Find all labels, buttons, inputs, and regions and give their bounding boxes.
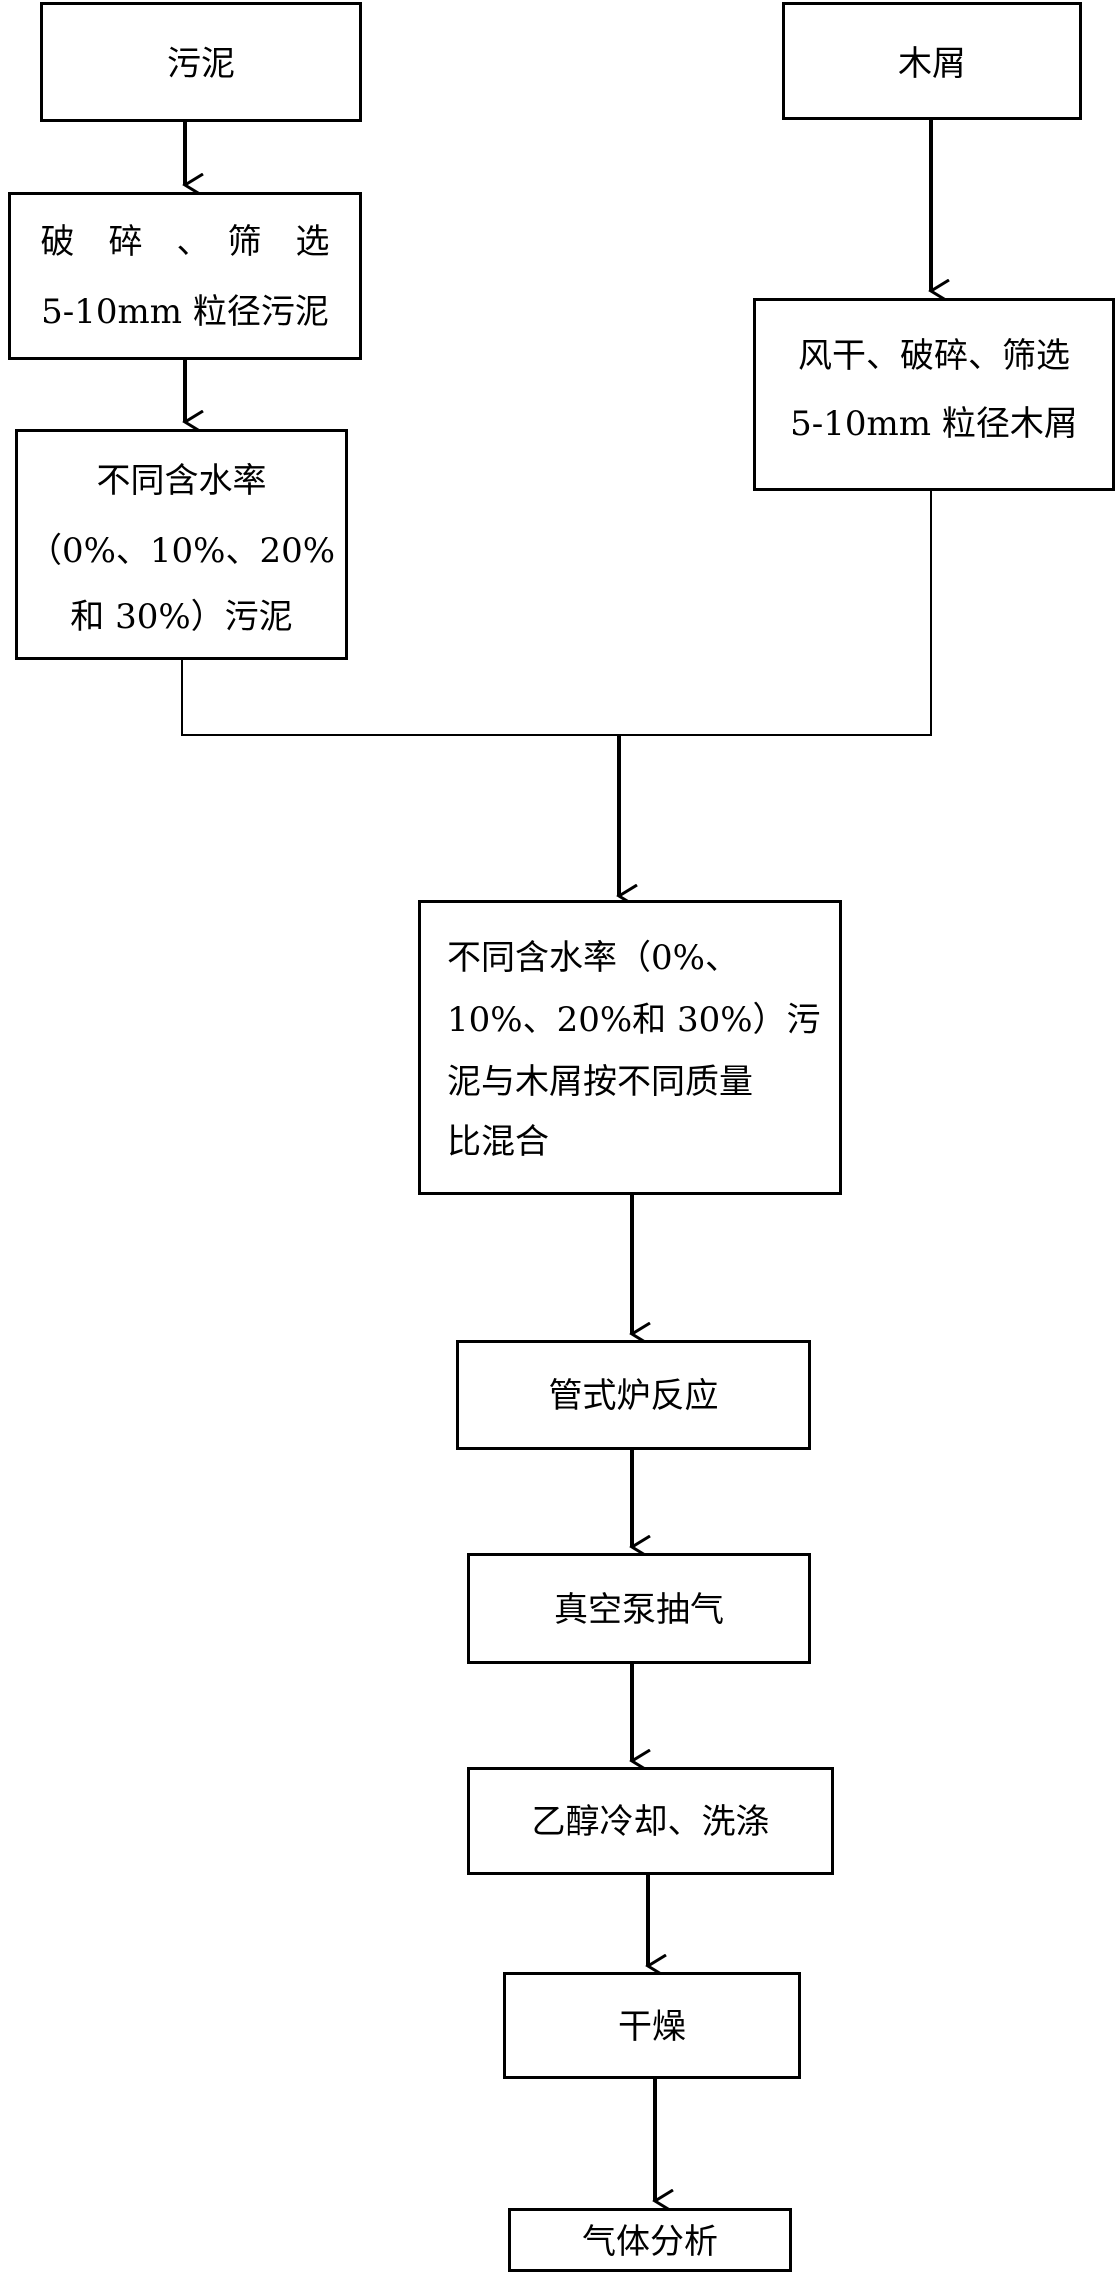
node-mix-line2: 10%、20%和 30%）污 [447,1000,821,1040]
node-ethanol-cooling-label: 乙醇冷却、洗涤 [531,1802,770,1842]
node-sludge-crush: 破 碎 、 筛 选 5-10mm 粒径污泥 [8,192,362,360]
node-sludge-moisture: 不同含水率 （0%、10%、20% 和 30%）污泥 [15,429,348,660]
node-ethanol-cooling: 乙醇冷却、洗涤 [467,1767,834,1875]
node-mix-line4: 比混合 [447,1122,549,1162]
node-tube-furnace-label: 管式炉反应 [548,1376,719,1416]
node-gas-analysis: 气体分析 [508,2208,792,2272]
node-drying-label: 干燥 [618,2007,686,2047]
node-sludge-moisture-line3: 和 30%）污泥 [70,597,293,637]
merge-line [181,491,932,736]
node-vacuum-pump: 真空泵抽气 [467,1553,811,1664]
node-sludge-crush-line2: 5-10mm 粒径污泥 [41,292,329,332]
node-sawdust-label: 木屑 [898,44,966,84]
node-sludge-label: 污泥 [167,44,235,84]
node-drying: 干燥 [503,1972,801,2079]
node-sawdust: 木屑 [782,2,1082,120]
node-sludge-moisture-line1: 不同含水率 [96,461,267,501]
node-sawdust-crush-line2: 5-10mm 粒径木屑 [790,404,1078,444]
node-sawdust-crush: 风干、破碎、筛选 5-10mm 粒径木屑 [753,298,1115,491]
node-mix-line3: 泥与木屑按不同质量 [447,1062,753,1102]
node-mix: 不同含水率（0%、 10%、20%和 30%）污 泥与木屑按不同质量 比混合 [418,900,842,1195]
node-sawdust-crush-line1: 风干、破碎、筛选 [798,336,1070,376]
node-tube-furnace: 管式炉反应 [456,1340,811,1450]
node-sludge-crush-line1: 破 碎 、 筛 选 [40,222,330,262]
node-vacuum-pump-label: 真空泵抽气 [554,1590,724,1630]
node-sludge-moisture-line2: （0%、10%、20% [27,531,336,571]
node-gas-analysis-label: 气体分析 [582,2222,718,2262]
node-sludge: 污泥 [40,2,362,122]
node-mix-line1: 不同含水率（0%、 [447,938,739,978]
